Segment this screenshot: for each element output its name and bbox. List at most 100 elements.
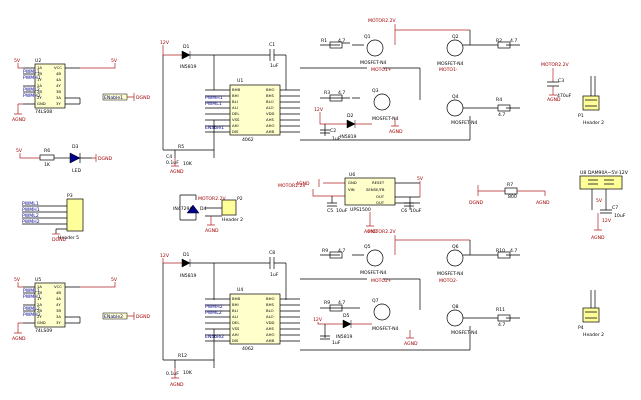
u6-chip[interactable] [344,177,396,206]
svg-text:AGND: AGND [12,117,26,123]
svg-text:PWML2: PWML2 [23,306,40,312]
svg-text:VSS: VSS [232,117,240,122]
q3-mosfet[interactable] [373,93,391,111]
p1-header[interactable] [582,95,600,111]
svg-text:AHB: AHB [266,338,274,343]
cap-c3: MOTOR2.2V C3 470uF AGND [541,62,572,103]
svg-text:MOTO2-: MOTO2- [439,278,458,284]
svg-text:DAM90A~5V-12V: DAM90A~5V-12V [588,170,629,176]
diode-d1b-icon [181,258,191,268]
svg-text:VSS: VSS [232,326,240,331]
svg-text:1B: 1B [37,71,42,76]
q1-mosfet[interactable] [366,39,384,57]
svg-text:Header 2: Header 2 [583,332,604,338]
svg-text:IN5819: IN5819 [340,134,357,140]
svg-text:10K: 10K [183,370,193,376]
u2-chip[interactable] [34,63,66,109]
svg-text:GND: GND [348,180,357,185]
svg-text:MOSFET-N4: MOSFET-N4 [360,270,387,276]
svg-text:U6: U6 [349,172,355,178]
svg-text:PWML1: PWML1 [22,201,39,207]
p4-header[interactable] [582,307,600,323]
svg-text:VDD: VDD [266,320,275,325]
svg-text:BHO: BHO [266,87,274,92]
regulator-u6: MOTOR2.2V AGND U6 UPS1500 GND VIN RESET … [278,172,424,235]
svg-text:74LS09: 74LS09 [35,328,52,334]
svg-text:4.7: 4.7 [338,248,345,254]
svg-text:1A: 1A [37,65,42,70]
svg-text:AGND: AGND [404,341,418,347]
svg-text:MOTOR2.2V: MOTOR2.2V [368,18,396,24]
svg-text:PWMH2: PWMH2 [22,219,40,225]
svg-text:D1: D1 [183,44,190,50]
svg-text:SENSE/FB: SENSE/FB [366,187,385,192]
svg-text:PWML2: PWML2 [205,310,222,316]
svg-text:BHS: BHS [266,302,274,307]
u8-module[interactable] [579,175,623,190]
svg-text:ALO: ALO [266,314,274,319]
q8-mosfet[interactable] [446,309,464,327]
svg-text:R10: R10 [496,248,505,254]
svg-text:PWML1: PWML1 [23,288,40,294]
svg-text:PWMH1: PWMH1 [23,75,41,81]
svg-text:IN5819: IN5819 [180,273,197,279]
svg-text:1uF: 1uF [270,63,279,69]
svg-text:12V: 12V [160,40,170,46]
svg-text:PWMH2: PWMH2 [23,93,41,99]
svg-text:0.1uF: 0.1uF [166,371,179,377]
svg-text:12V: 12V [313,317,323,323]
svg-text:BHI: BHI [232,302,239,307]
svg-text:1Y: 1Y [37,77,42,82]
p3-header[interactable] [66,198,84,232]
svg-text:ALI: ALI [232,105,238,110]
svg-text:MOSFET-N4: MOSFET-N4 [372,116,399,122]
svg-text:AGND: AGND [170,382,184,388]
svg-text:DEL: DEL [232,320,240,325]
svg-text:4062: 4062 [242,346,254,352]
svg-text:2B: 2B [37,308,42,313]
p2-header[interactable] [221,199,237,216]
svg-text:3B: 3B [56,89,61,94]
svg-text:5V: 5V [111,277,118,283]
svg-text:C6: C6 [401,208,407,214]
q7-mosfet[interactable] [373,303,391,321]
q5-mosfet[interactable] [366,249,384,267]
svg-text:0.1uF: 0.1uF [166,160,179,166]
header-p4: P4 Header 2 [578,290,604,338]
svg-text:AGND: AGND [389,129,403,135]
svg-text:5V: 5V [417,176,424,182]
svg-text:4Y: 4Y [56,83,61,88]
svg-text:U8: U8 [580,170,586,176]
hbridge-top: MOTOR2.2V R1 4.7 Q1 MOSFET-N4 Q2 MOSFET-… [300,18,520,142]
svg-text:4.7: 4.7 [338,300,345,306]
svg-text:D2: D2 [347,113,354,119]
svg-text:2B: 2B [37,89,42,94]
svg-text:AHB: AHB [266,129,274,134]
svg-text:C5: C5 [327,208,333,214]
svg-text:P2: P2 [237,196,243,202]
svg-text:DGND: DGND [52,237,67,243]
svg-text:C4: C4 [166,154,172,160]
q2-mosfet[interactable] [446,39,464,57]
svg-text:R2: R2 [496,38,502,44]
q4-mosfet[interactable] [446,99,464,117]
svg-text:Q6: Q6 [452,244,459,250]
svg-text:4A: 4A [56,296,61,301]
svg-text:GND: GND [37,320,46,325]
dcdc-u8: U8 DAM90A~5V-12V C7 10uF 5V 12V AGND [579,170,629,241]
svg-text:DIS: DIS [232,129,239,134]
u4-chip[interactable] [229,293,281,345]
led-icon [69,152,81,164]
svg-text:10uF: 10uF [614,213,626,219]
u1-chip[interactable] [229,84,281,136]
u5-chip[interactable] [34,282,66,328]
svg-text:RESET: RESET [372,180,385,185]
svg-text:ENable1: ENable1 [104,95,123,101]
svg-text:AHS: AHS [266,326,274,331]
svg-text:4062: 4062 [242,137,254,143]
q6-mosfet[interactable] [446,249,464,267]
svg-text:R11: R11 [496,307,505,313]
